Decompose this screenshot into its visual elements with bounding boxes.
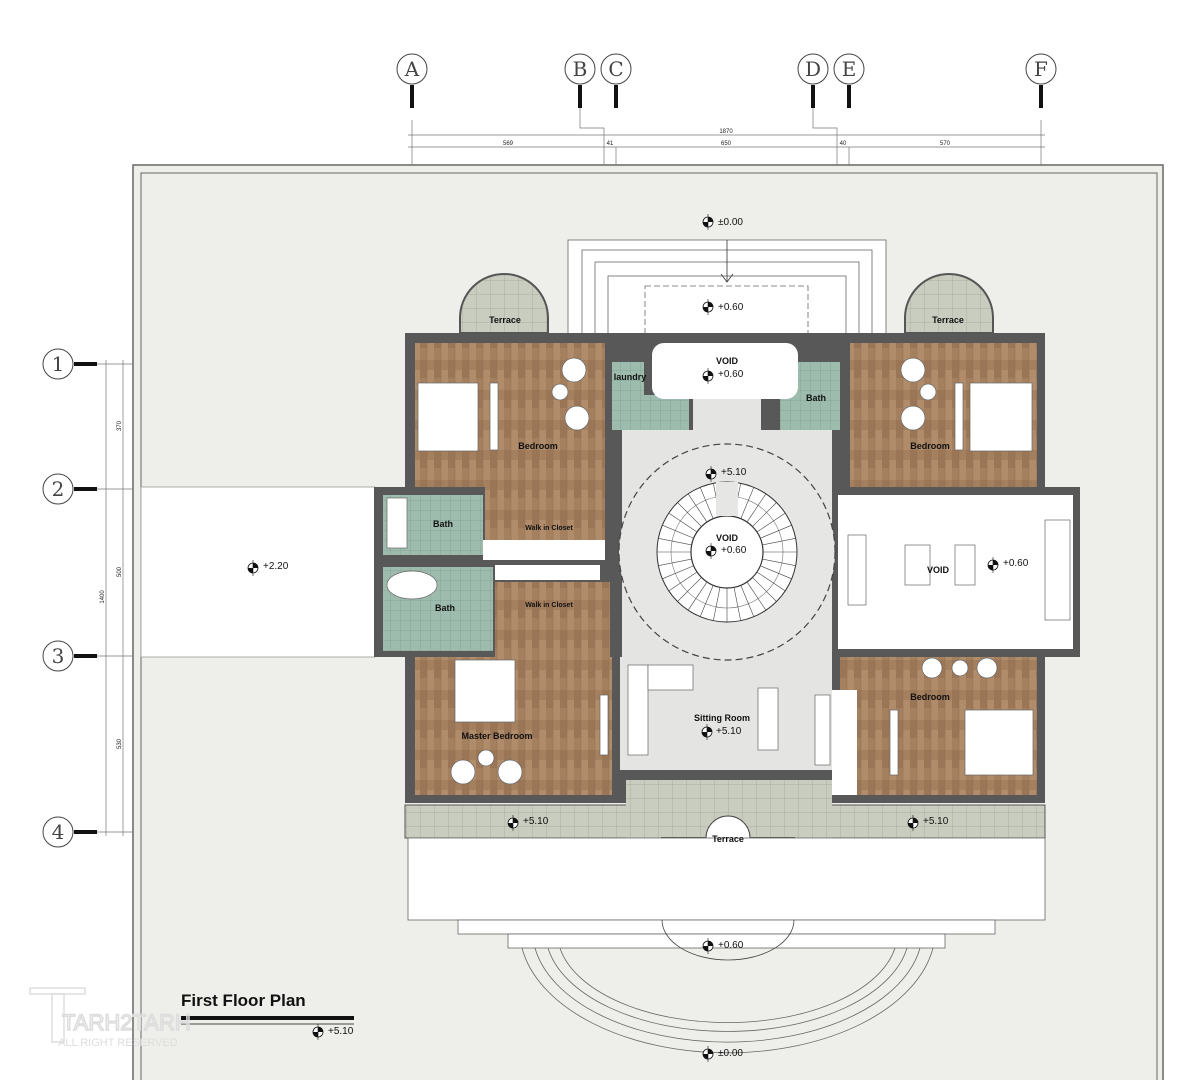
level-porch-top: +0.60 xyxy=(718,302,744,313)
grid-label-e: E xyxy=(842,57,857,81)
stair-tread xyxy=(740,585,755,617)
label-walk-in-closet-1: Walk in Closet xyxy=(525,525,573,532)
dim-left-total: 1400 xyxy=(100,590,106,604)
label-bedroom-bottom-right: Bedroom xyxy=(910,692,950,702)
dim-top-seg: 569 xyxy=(503,141,514,147)
stair-tread xyxy=(746,581,767,611)
stair-tread xyxy=(762,538,796,546)
lower-roof xyxy=(140,486,376,658)
level-entry-bottom: ±0.00 xyxy=(718,1048,743,1059)
dim-top-seg: 570 xyxy=(940,141,951,147)
stair-tread xyxy=(677,577,702,602)
dim-left-seg: 370 xyxy=(117,420,123,431)
grid-label-3: 3 xyxy=(52,644,65,668)
label-void-stair: VOID xyxy=(716,533,739,543)
stair-tread xyxy=(756,512,786,533)
grid-label-b: B xyxy=(573,57,588,81)
grid-columns xyxy=(396,53,1057,108)
dimension-lines xyxy=(97,108,1045,836)
title-underline xyxy=(181,1016,354,1020)
level-hall: +5.10 xyxy=(721,467,747,478)
label-terrace-left: Terrace xyxy=(489,315,521,325)
level-void-top: +0.60 xyxy=(718,369,744,380)
stair-tread xyxy=(740,487,755,519)
dim-left-seg: 500 xyxy=(117,566,123,577)
label-bath-top-right: Bath xyxy=(806,393,826,403)
level-void-stair: +0.60 xyxy=(721,545,747,556)
stair-tread xyxy=(752,577,777,602)
plan-title: First Floor Plan xyxy=(181,991,306,1010)
label-sitting-room: Sitting Room xyxy=(694,713,750,723)
stair-tread xyxy=(687,493,708,523)
grid-label-4: 4 xyxy=(52,820,65,844)
furniture xyxy=(386,357,1071,785)
level-left-roof: +2.20 xyxy=(263,561,289,572)
dim-top-seg: 650 xyxy=(721,141,732,147)
watermark-tagline: ALL RIGHT RESERVED xyxy=(58,1037,178,1049)
void-top xyxy=(652,343,798,399)
grid-label-a: A xyxy=(404,57,420,81)
label-bath-left-1: Bath xyxy=(433,519,453,529)
label-terrace-right: Terrace xyxy=(932,315,964,325)
stair-tread xyxy=(733,587,741,621)
label-walk-in-closet-2: Walk in Closet xyxy=(525,602,573,609)
label-bedroom-top-right: Bedroom xyxy=(910,441,950,451)
label-bath-left-2: Bath xyxy=(435,603,455,613)
stair-tread xyxy=(762,558,796,566)
stair-tread xyxy=(760,524,792,539)
grid-label-c: C xyxy=(608,57,623,81)
level-front-platform: +0.60 xyxy=(718,940,744,951)
grid-rows xyxy=(42,348,97,848)
dim-top-seg: 41 xyxy=(607,141,614,147)
stair-tread xyxy=(677,502,702,527)
stair-tread xyxy=(713,587,721,621)
watermark-brand: TARH2TARH xyxy=(62,1010,191,1035)
stair-tread xyxy=(699,585,714,617)
label-laundry: laundry xyxy=(614,372,647,382)
stair-tread xyxy=(662,565,694,580)
dim-top-total: 1870 xyxy=(719,129,733,135)
label-void-top: VOID xyxy=(716,356,739,366)
dim-left-seg: 530 xyxy=(117,738,123,749)
level-terrace-right: +5.10 xyxy=(923,816,949,827)
stair-tread xyxy=(668,512,698,533)
entry-steps-top xyxy=(567,239,887,341)
label-void-right: VOID xyxy=(927,565,950,575)
walk-in-closet-2 xyxy=(495,582,610,657)
stair-tread xyxy=(658,538,692,546)
grid-label-f: F xyxy=(1034,57,1048,81)
building xyxy=(374,333,1080,803)
grid-label-1: 1 xyxy=(52,352,65,376)
label-bedroom-top-left: Bedroom xyxy=(518,441,558,451)
level-entry-top: ±0.00 xyxy=(718,217,743,228)
level-sitting-room: +5.10 xyxy=(716,726,742,737)
stair-tread xyxy=(658,558,692,566)
grid-label-2: 2 xyxy=(52,477,65,501)
label-master-bedroom: Master Bedroom xyxy=(461,731,532,741)
stair-tread xyxy=(668,571,698,592)
stair-tread xyxy=(662,524,694,539)
stair-tread xyxy=(752,502,777,527)
title-level: +5.10 xyxy=(328,1026,354,1037)
stair-tread xyxy=(756,571,786,592)
stair-tread xyxy=(699,487,714,519)
grid-label-d: D xyxy=(805,57,821,81)
dim-top-seg: 40 xyxy=(840,141,847,147)
level-void-right: +0.60 xyxy=(1003,558,1029,569)
stair-tread xyxy=(760,565,792,580)
stair-tread xyxy=(746,493,767,523)
label-terrace-bottom: Terrace xyxy=(712,834,744,844)
front-steps xyxy=(407,837,1046,1054)
watermark-logo: TARH2TARH ALL RIGHT RESERVED xyxy=(29,987,192,1049)
terrace-left xyxy=(459,273,549,334)
terrace-right xyxy=(904,273,994,334)
level-terrace-left: +5.10 xyxy=(523,816,549,827)
stair-tread xyxy=(687,581,708,611)
rotunda xyxy=(618,443,836,661)
